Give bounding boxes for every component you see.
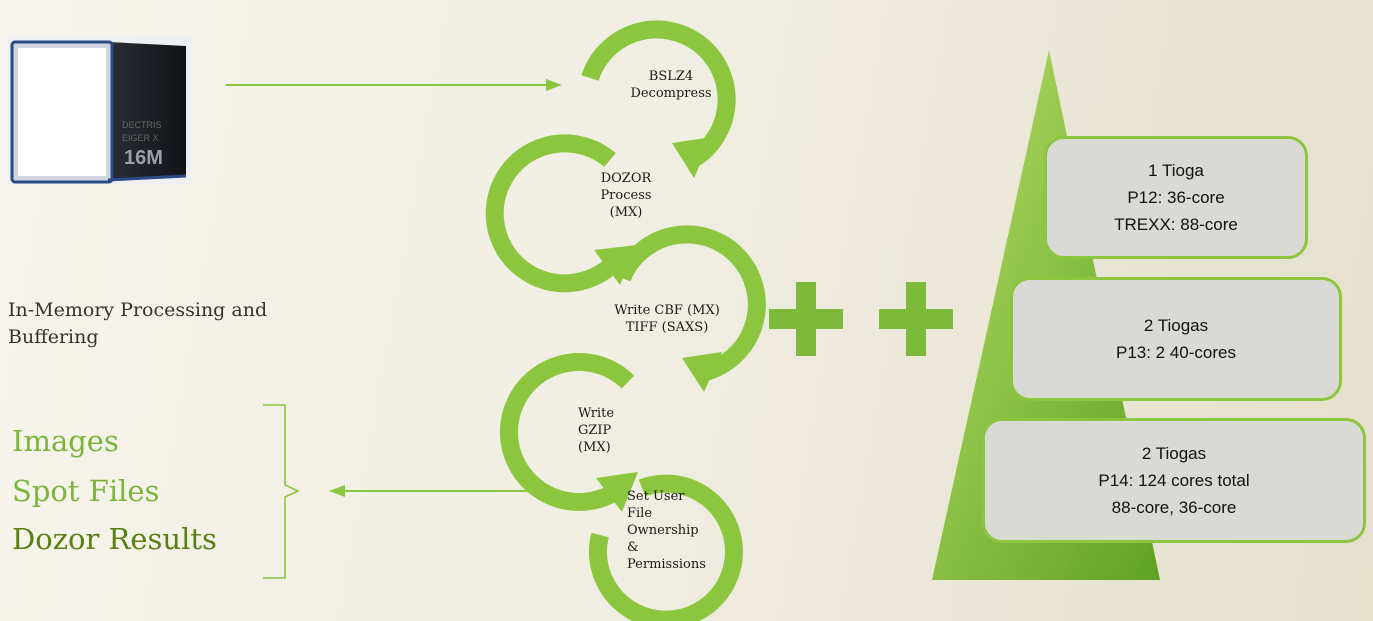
tier-box-1: 1 Tioga P12: 36-core TREXX: 88-core (1044, 136, 1308, 259)
output-spot-files: Spot Files (12, 474, 160, 508)
input-arrow (226, 79, 562, 91)
cycle-arrow-4 (500, 352, 638, 512)
cycle-arrow-5 (589, 474, 743, 621)
plus-icon (879, 282, 953, 356)
cycle-arrow-3 (613, 225, 766, 392)
step-label-dozor: DOZOR Process (MX) (600, 171, 652, 220)
output-images: Images (12, 424, 119, 458)
tier-box-2: 2 Tiogas P13: 2 40-cores (1010, 277, 1342, 401)
svg-text:EIGER X: EIGER X (122, 133, 159, 143)
tier-2-line-2: P13: 2 40-cores (1115, 343, 1236, 362)
plus-icon (769, 282, 843, 356)
in-memory-label: In-Memory Processing and Buffering (8, 299, 268, 348)
svg-text:16M: 16M (124, 147, 163, 169)
step-label-decompress: BSLZ4 Decompress (630, 69, 712, 101)
cycle-arrow-1 (581, 20, 736, 178)
tier-3-line-2: P14: 124 cores total (1098, 471, 1250, 490)
output-dozor-results: Dozor Results (12, 522, 217, 556)
tier-1-line-3: TREXX: 88-core (1114, 215, 1238, 234)
tier-3-line-1: 2 Tiogas (1141, 444, 1207, 463)
tier-1-line-2: P12: 36-core (1127, 188, 1225, 207)
tier-2-line-1: 2 Tiogas (1143, 316, 1209, 335)
tier-box-3: 2 Tiogas P14: 124 cores total 88-core, 3… (982, 418, 1366, 543)
tier-3-line-3: 88-core, 36-core (1111, 498, 1237, 517)
detector-image: DECTRIS EIGER X 16M (8, 36, 193, 184)
output-bracket (263, 404, 300, 579)
detector-brand-text: DECTRIS (122, 120, 162, 130)
output-arrow (329, 485, 535, 497)
step-label-write-gzip: Write GZIP (MX) (578, 406, 615, 455)
step-label-write-cbf: Write CBF (MX) TIFF (SAXS) (614, 303, 720, 335)
tier-1-line-1: 1 Tioga (1148, 161, 1204, 180)
step-label-permissions: Set User File Ownership & Permissions (627, 489, 706, 572)
